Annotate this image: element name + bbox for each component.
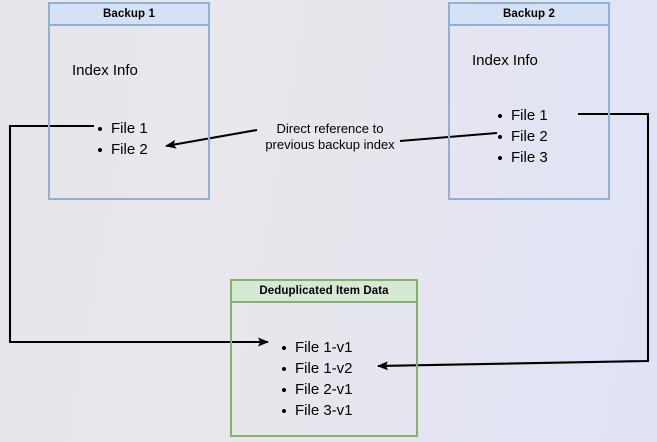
list-item: File 1 xyxy=(96,118,148,139)
list-item: File 1-v2 xyxy=(280,358,353,379)
list-item: File 3 xyxy=(496,147,548,168)
node-backup-1-header: Backup 1 xyxy=(50,4,208,26)
node-backup-1-index-info-label: Index Info xyxy=(72,62,138,79)
list-item: File 2-v1 xyxy=(280,379,353,400)
list-item: File 2 xyxy=(96,139,148,160)
edge-label-line-2: previous backup index xyxy=(265,137,395,152)
node-backup-1[interactable]: Backup 1 Index Info File 1 File 2 xyxy=(48,2,210,200)
node-dedup-header: Deduplicated Item Data xyxy=(232,281,416,303)
edge-label-direct-reference: Direct reference to previous backup inde… xyxy=(250,121,410,153)
list-item: File 1-v1 xyxy=(280,337,353,358)
node-backup-2-index-info-label: Index Info xyxy=(472,52,538,69)
node-backup-2[interactable]: Backup 2 Index Info File 1 File 2 File 3 xyxy=(448,2,610,200)
node-backup-2-file-list: File 1 File 2 File 3 xyxy=(496,105,548,168)
list-item: File 3-v1 xyxy=(280,400,353,421)
node-deduplicated-item-data[interactable]: Deduplicated Item Data File 1-v1 File 1-… xyxy=(230,279,418,437)
list-item: File 2 xyxy=(496,126,548,147)
node-dedup-file-list: File 1-v1 File 1-v2 File 2-v1 File 3-v1 xyxy=(280,337,353,421)
node-backup-2-header: Backup 2 xyxy=(450,4,608,26)
node-backup-1-file-list: File 1 File 2 xyxy=(96,118,148,160)
edge-label-line-1: Direct reference to xyxy=(276,121,384,136)
list-item: File 1 xyxy=(496,105,548,126)
